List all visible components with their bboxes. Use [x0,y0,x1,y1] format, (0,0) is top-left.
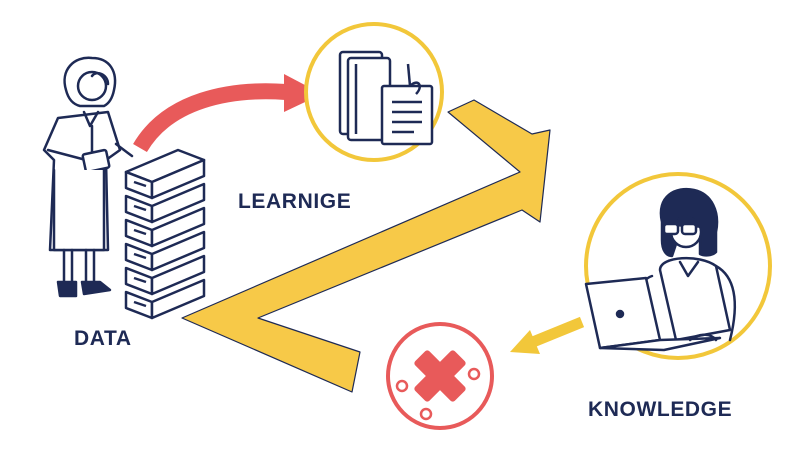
server-stack-icon [124,148,206,320]
learning-label: LEARNIGE [238,190,352,213]
learning-circle [304,22,444,162]
error-circle [386,322,494,430]
woman-with-laptop-icon [584,187,737,352]
red-x-icon [395,350,481,421]
data-label: DATA [74,327,132,350]
data-to-learning-arrow [133,74,322,153]
zigzag-flow-arrow [181,99,551,393]
books-and-document-icon [338,50,434,146]
knowledge-label: KNOWLEDGE [588,398,733,421]
knowledge-to-error-arrow [510,316,585,354]
knowledge-circle [584,172,772,360]
woman-with-tablet-icon [42,56,134,298]
